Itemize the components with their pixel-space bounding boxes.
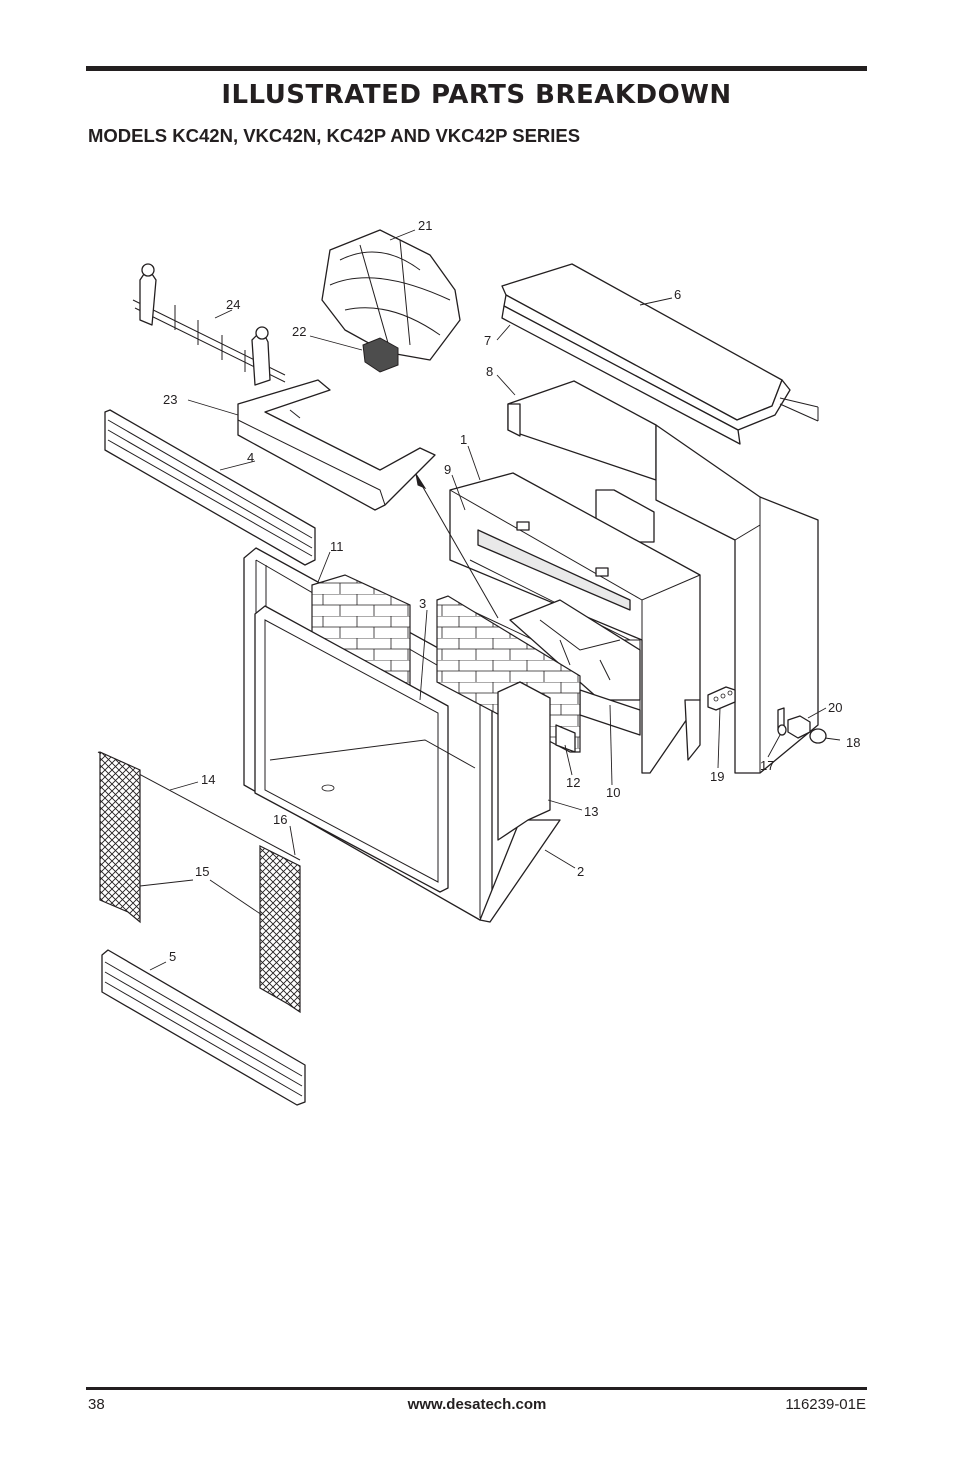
callout-15: 15	[195, 864, 209, 879]
callout-22: 22	[292, 324, 306, 339]
ember-material	[362, 337, 399, 373]
inner-glass-frame	[254, 605, 476, 893]
page-subtitle: MODELS KC42N, VKC42N, KC42P AND VKC42P S…	[88, 125, 581, 146]
callout-9: 9	[444, 462, 451, 477]
assembly-arrow	[415, 473, 499, 619]
page-title: ILLUSTRATED PARTS BREAKDOWN	[221, 80, 732, 110]
document-number: 116239-01E	[785, 1396, 866, 1413]
brick-tab	[555, 724, 576, 753]
mesh-screen-left	[99, 751, 141, 924]
callout-12: 12	[566, 775, 580, 790]
switch-parts	[777, 707, 827, 744]
callout-2: 2	[577, 864, 584, 879]
bottom-trim	[101, 949, 306, 1106]
side-panel	[497, 681, 551, 841]
callout-1: 1	[460, 432, 467, 447]
callout-leaders	[139, 229, 841, 971]
callout-19: 19	[710, 769, 724, 784]
outer-casing	[507, 380, 819, 774]
bottom-rule	[86, 1387, 867, 1390]
junction-block	[707, 686, 736, 711]
callout-5: 5	[169, 949, 176, 964]
log-grate	[132, 263, 286, 386]
callout-16: 16	[273, 812, 287, 827]
callout-labels: 21 6 7 8 1 9 24 22 23 4 11 3 12 13 10 2 …	[163, 218, 860, 964]
callout-7: 7	[484, 333, 491, 348]
callout-11: 11	[330, 539, 344, 554]
callout-6: 6	[674, 287, 681, 302]
page-number: 38	[88, 1396, 105, 1413]
callout-21: 21	[418, 218, 432, 233]
log-grate-bracket	[237, 379, 436, 511]
callout-23: 23	[163, 392, 177, 407]
website-link[interactable]: www.desatech.com	[407, 1396, 547, 1413]
callout-3: 3	[419, 596, 426, 611]
top-panel-assembly	[501, 263, 819, 445]
callout-13: 13	[584, 804, 598, 819]
firebox	[449, 472, 701, 774]
callout-10: 10	[606, 785, 620, 800]
mesh-screen-right	[259, 845, 301, 1014]
callout-8: 8	[486, 364, 493, 379]
callout-18: 18	[846, 735, 860, 750]
log-set	[321, 229, 461, 361]
callout-4: 4	[247, 450, 254, 465]
callout-14: 14	[201, 772, 215, 787]
top-rule	[86, 66, 867, 71]
callout-20: 20	[828, 700, 842, 715]
callout-17: 17	[760, 758, 774, 773]
callout-24: 24	[226, 297, 240, 312]
top-trim	[104, 409, 316, 566]
